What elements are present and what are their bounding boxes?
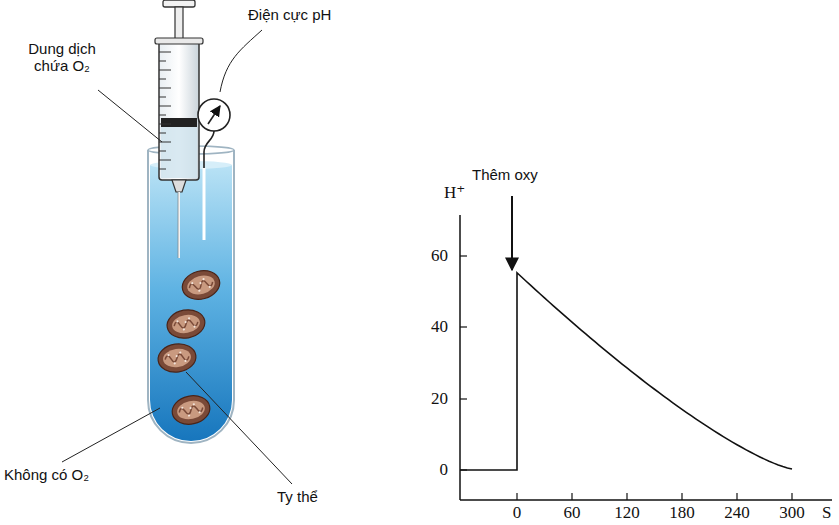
plunger-seal — [161, 118, 197, 127]
x-tick-label: 240 — [724, 503, 750, 523]
needle — [178, 192, 180, 258]
y-ticks — [460, 256, 467, 470]
x-axis — [460, 499, 832, 501]
mitochondria — [156, 267, 223, 428]
add-oxygen-label: Thêm oxy — [472, 166, 538, 183]
syringe-barrel — [159, 40, 199, 180]
ph-electrode — [203, 168, 206, 240]
syringe-fluid — [161, 127, 197, 178]
y-tick-label: 60 — [431, 246, 448, 266]
y-axis — [459, 215, 461, 500]
barrel-flange — [155, 38, 203, 44]
electrode-label: Điện cực pH — [248, 6, 331, 23]
x-tick-label: 0 — [513, 503, 522, 523]
syringe-scale — [159, 52, 171, 169]
syringe-tip — [172, 180, 186, 192]
x-tick-label: 60 — [564, 503, 581, 523]
needle-edge — [178, 192, 179, 258]
leader-line — [186, 372, 292, 484]
electrode-wire — [204, 131, 214, 170]
leader-line — [62, 408, 160, 462]
x-axis-title: S — [822, 503, 831, 523]
y-tick-label: 40 — [431, 317, 448, 337]
x-tick-label: 300 — [779, 503, 805, 523]
mitochondria-label: Ty thể — [277, 488, 318, 505]
test-tube — [148, 150, 234, 443]
x-tick-label: 180 — [669, 503, 695, 523]
leader-line — [220, 30, 262, 92]
x-tick-label: 120 — [614, 503, 640, 523]
ph-meter — [198, 99, 230, 131]
y-tick-label: 20 — [431, 389, 448, 409]
no-oxygen-label: Không có O₂ — [4, 466, 89, 483]
y-axis-title: H⁺ — [444, 183, 465, 203]
add-oxygen-arrow — [511, 196, 513, 270]
liquid — [150, 165, 232, 441]
y-tick-label: 0 — [440, 460, 449, 480]
meter-needle — [208, 106, 220, 124]
x-ticks — [517, 493, 792, 500]
leader-line — [98, 90, 162, 142]
solution-label: Dung dịch chứa O₂ — [20, 40, 104, 75]
plunger-handle — [163, 0, 195, 7]
h-plus-curve — [460, 273, 792, 470]
